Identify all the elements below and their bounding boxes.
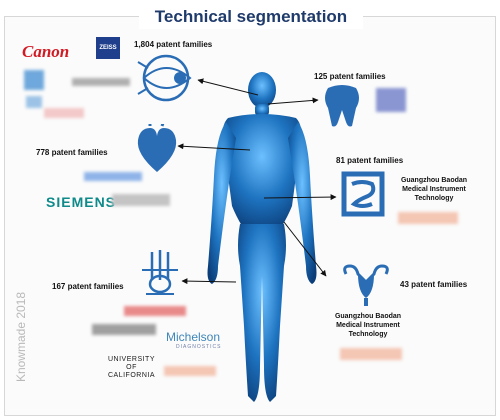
arrow-eye xyxy=(197,78,259,96)
company-guangzhou-2: Guangzhou Baodan Medical Instrument Tech… xyxy=(334,313,402,338)
arrow-skin xyxy=(181,278,237,285)
arrow-reproductive xyxy=(283,221,327,277)
label-teeth: 125 patent families xyxy=(314,72,386,81)
uterus-icon xyxy=(343,264,389,306)
diagram-title: Technical segmentation xyxy=(139,5,363,29)
michelson-logo: Michelson xyxy=(166,330,221,344)
intestine-icon xyxy=(341,171,385,217)
blurred-logo-digestive xyxy=(398,212,458,224)
label-heart: 778 patent families xyxy=(36,148,108,157)
label-eye: 1,804 patent families xyxy=(134,40,213,49)
blurred-logo-skin-1 xyxy=(124,306,186,316)
michelson-subtitle: DIAGNOSTICS xyxy=(176,344,222,350)
blurred-logo-heart-1 xyxy=(84,172,142,181)
uc-logo: UNIVERSITY OF CALIFORNIA xyxy=(108,356,156,379)
arrow-teeth xyxy=(267,97,319,105)
blurred-logo-heart-2 xyxy=(112,194,170,206)
siemens-logo: SIEMENS xyxy=(46,194,117,210)
arrow-heart xyxy=(177,143,251,151)
hair-follicle-icon xyxy=(142,250,178,295)
blurred-logo-eye-3 xyxy=(72,78,130,86)
tooth-icon xyxy=(325,85,359,127)
eye-icon xyxy=(137,54,192,102)
heart-icon xyxy=(137,124,177,172)
blurred-logo-eye-4 xyxy=(44,108,84,118)
blurred-logo-reproductive xyxy=(340,348,402,360)
blurred-logo-skin-3 xyxy=(164,366,216,376)
company-guangzhou-1: Guangzhou Baodan Medical Instrument Tech… xyxy=(400,177,468,202)
label-digestive: 81 patent families xyxy=(336,156,404,165)
label-skin: 167 patent families xyxy=(52,282,124,291)
arrow-digestive xyxy=(263,194,337,201)
blurred-logo-teeth xyxy=(376,88,406,112)
blurred-logo-eye-2 xyxy=(26,96,42,108)
label-reproductive: 43 patent families xyxy=(400,280,468,289)
zeiss-logo: ZEISS xyxy=(96,37,120,59)
blurred-logo-eye-1 xyxy=(24,70,44,90)
canon-logo: Canon xyxy=(22,42,70,61)
blurred-logo-skin-2 xyxy=(92,324,156,335)
